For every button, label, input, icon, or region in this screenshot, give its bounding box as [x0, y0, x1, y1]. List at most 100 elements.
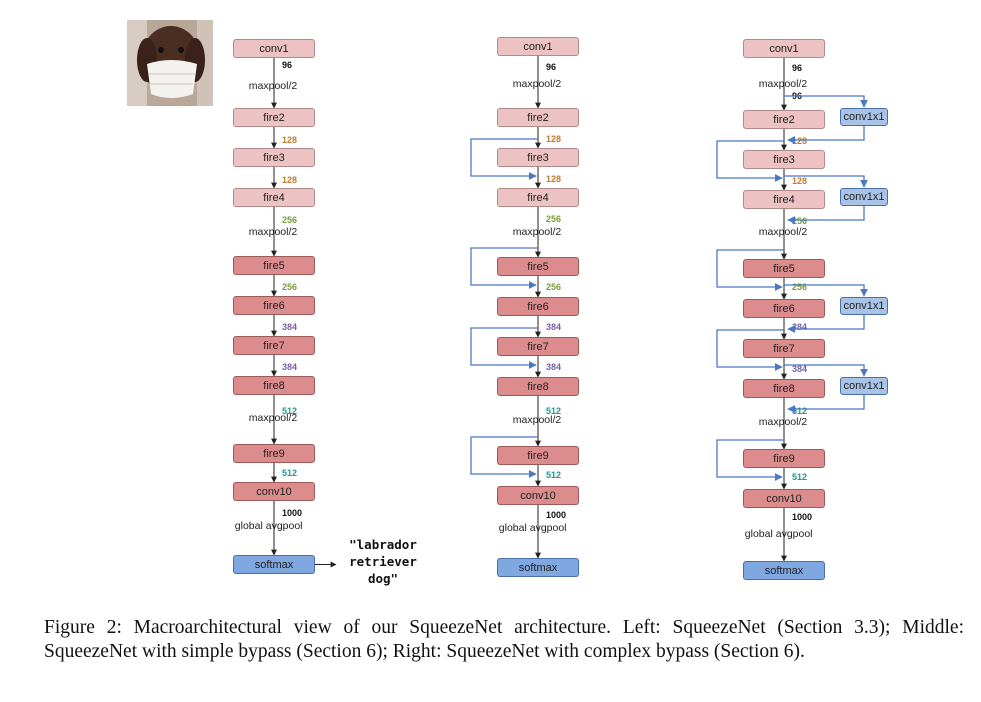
col3-complex-in-3 — [784, 284, 868, 297]
col1-softmax-block: softmax — [233, 555, 315, 574]
output-class-label: "labrador retriever dog" — [349, 537, 417, 586]
col2-fire9-block: fire9 — [497, 446, 579, 465]
col3-fire7-block: fire7 — [743, 339, 825, 358]
col1-conv1-block: conv1 — [233, 39, 315, 58]
col3-conv1-block: conv1 — [743, 39, 825, 58]
col3-bypass-1 — [716, 140, 784, 182]
col3-complex-out-4 — [787, 395, 865, 413]
squeezenet-diagram: 96 128 128 256 256 384 384 512 512 1000 96 128 128 25… — [127, 20, 888, 586]
col3-complex-out-3 — [787, 315, 865, 333]
col1-channels-8: 512 — [282, 406, 297, 416]
col2-channels-5: 256 — [546, 282, 561, 292]
col3-fire4-block: fire4 — [743, 190, 825, 209]
col2-channels-2: 128 — [546, 134, 561, 144]
col2-bypass-4 — [470, 436, 538, 478]
col1-channels-2: 128 — [282, 135, 297, 145]
col3-conv1x1-4: conv1x1 — [840, 377, 888, 395]
col2-channels-7: 384 — [546, 362, 561, 372]
col2-fire2-block: fire2 — [497, 108, 579, 127]
col3-channels-4: 128 — [792, 176, 807, 186]
col2-bypass-3 — [470, 327, 538, 369]
col3-complex-out-1 — [787, 126, 865, 144]
col3-complex-in-1 — [784, 95, 868, 108]
col1-channels-4: 256 — [282, 215, 297, 225]
col2-label-3: maxpool/2 — [512, 414, 562, 426]
dog-photo-icon — [127, 20, 213, 106]
col1-channels-7: 384 — [282, 362, 297, 372]
col3-conv1x1-3: conv1x1 — [840, 297, 888, 315]
col1-conv10-block: conv10 — [233, 482, 315, 501]
col2-channels-9: 512 — [546, 470, 561, 480]
col2-conv10-block: conv10 — [497, 486, 579, 505]
col3-channels-11: 1000 — [792, 512, 812, 522]
col3-label-4: global avgpool — [744, 528, 813, 540]
col2-fire4-block: fire4 — [497, 188, 579, 207]
connector-lines: 96 128 128 256 256 384 384 512 512 1000 96 128 128 25… — [271, 56, 868, 568]
col2-bypass-2 — [470, 247, 538, 289]
col1-channels-1: 96 — [282, 60, 292, 70]
col1-fire6-block: fire6 — [233, 296, 315, 315]
col3-fire3-block: fire3 — [743, 150, 825, 169]
col1-fire9-block: fire9 — [233, 444, 315, 463]
col3-fire9-block: fire9 — [743, 449, 825, 468]
col1-channels-3: 128 — [282, 175, 297, 185]
col3-channels-8: 384 — [792, 364, 807, 374]
col2-label-4: global avgpool — [498, 522, 567, 534]
col3-channels-1: 96 — [792, 63, 802, 73]
col3-label-2: maxpool/2 — [758, 226, 808, 238]
col3-channels-6: 256 — [792, 282, 807, 292]
col3-complex-in-2 — [784, 175, 868, 188]
col2-channels-1: 96 — [546, 62, 556, 72]
col2-conv1-block: conv1 — [497, 37, 579, 56]
col1-label-1: maxpool/2 — [248, 80, 298, 92]
col2-bypass-1 — [470, 138, 538, 180]
col3-complex-out-2 — [787, 206, 865, 224]
col3-conv1x1-2: conv1x1 — [840, 188, 888, 206]
col3-fire6-block: fire6 — [743, 299, 825, 318]
col1-fire5-block: fire5 — [233, 256, 315, 275]
col2-softmax-block: softmax — [497, 558, 579, 577]
col2-fire5-block: fire5 — [497, 257, 579, 276]
col1-channels-10: 1000 — [282, 508, 302, 518]
col1-label-3: maxpool/2 — [248, 412, 298, 424]
col2-label-1: maxpool/2 — [512, 78, 562, 90]
col1-channels-6: 384 — [282, 322, 297, 332]
col2-channels-4: 256 — [546, 214, 561, 224]
col1-fire4-block: fire4 — [233, 188, 315, 207]
col3-channels-9: 512 — [792, 406, 807, 416]
col3-channels-5: 256 — [792, 216, 807, 226]
col1-label-2: maxpool/2 — [248, 226, 298, 238]
col2-fire7-block: fire7 — [497, 337, 579, 356]
col3-fire2-block: fire2 — [743, 110, 825, 129]
col3-fire5-block: fire5 — [743, 259, 825, 278]
col3-channels-10: 512 — [792, 472, 807, 482]
col2-channels-10: 1000 — [546, 510, 566, 520]
col1-channels-5: 256 — [282, 282, 297, 292]
col2-fire8-block: fire8 — [497, 377, 579, 396]
col3-bypass-2 — [716, 249, 784, 291]
col1-channels-9: 512 — [282, 468, 297, 478]
col3-channels-3: 128 — [792, 136, 807, 146]
col1-fire2-block: fire2 — [233, 108, 315, 127]
col1-fire8-block: fire8 — [233, 376, 315, 395]
col2-label-2: maxpool/2 — [512, 226, 562, 238]
col3-complex-in-4 — [784, 364, 868, 377]
col3-label-3: maxpool/2 — [758, 416, 808, 428]
col2-channels-6: 384 — [546, 322, 561, 332]
col3-label-1: maxpool/2 — [758, 78, 808, 90]
col3-softmax-block: softmax — [743, 561, 825, 580]
col3-conv10-block: conv10 — [743, 489, 825, 508]
col3-bypass-4 — [716, 439, 784, 481]
col3-conv1x1-1: conv1x1 — [840, 108, 888, 126]
col1-label-4: global avgpool — [234, 520, 303, 532]
col2-fire3-block: fire3 — [497, 148, 579, 167]
col2-fire6-block: fire6 — [497, 297, 579, 316]
col2-channels-3: 128 — [546, 174, 561, 184]
col1-fire3-block: fire3 — [233, 148, 315, 167]
col3-fire8-block: fire8 — [743, 379, 825, 398]
col1-fire7-block: fire7 — [233, 336, 315, 355]
figure-caption: Figure 2: Macroarchitectural view of our… — [44, 617, 964, 662]
col2-channels-8: 512 — [546, 406, 561, 416]
col3-channels-7: 384 — [792, 322, 807, 332]
col3-bypass-3 — [716, 329, 784, 371]
